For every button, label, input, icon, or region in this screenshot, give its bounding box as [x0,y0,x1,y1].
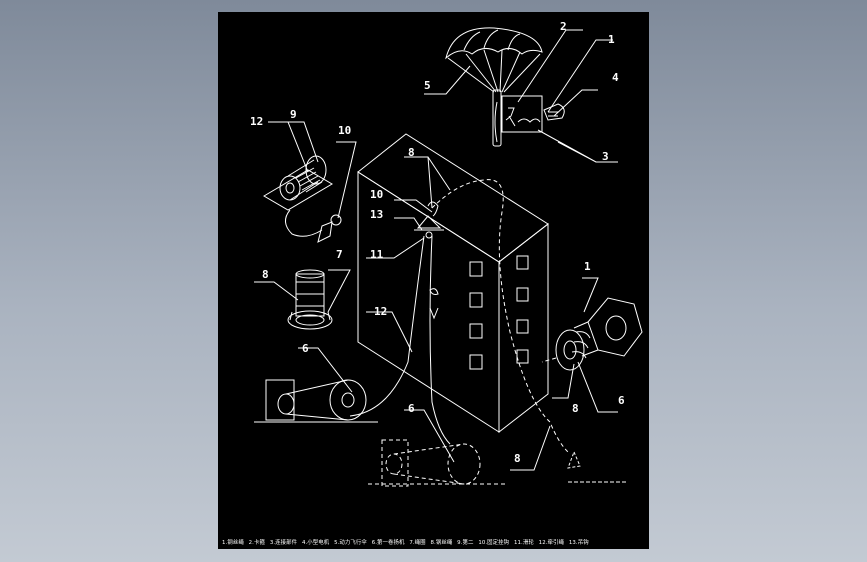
legend-caption: 1.钢丝绳 2.卡箍 3.连接部件 4.小型电机 5.动力飞行伞 6.第一卷扬机… [222,538,645,546]
legend-item: 6.第一卷扬机 [371,540,405,546]
callout-12-top: 12 [250,115,263,128]
legend-item: 7.绳圈 [409,540,426,546]
rope-8 [431,179,569,453]
leader-lines [254,29,618,471]
ground-anchor [567,450,628,483]
winch-6-left [254,379,378,423]
callout-3: 3 [602,150,609,163]
callout-4: 4 [612,71,619,84]
callout-9: 9 [290,108,297,121]
callout-10-top: 10 [338,124,351,137]
callout-5: 5 [424,79,431,92]
legend-item: 9.第二 [457,540,474,546]
legend-item: 1.钢丝绳 [222,540,244,546]
callout-8-right: 8 [572,402,579,415]
callout-8-bottom: 8 [514,452,521,465]
legend-item: 10.固定挂钩 [478,540,510,546]
callout-1-top: 1 [608,33,615,46]
callout-13: 13 [370,208,383,221]
callout-6-left: 6 [302,342,309,355]
legend-item: 11.滑轮 [513,540,534,546]
paraglider-assembly [445,27,565,147]
legend-item: 2.卡箍 [248,540,265,546]
drawing-sheet: 1 2 4 5 3 8 9 12 10 10 13 11 12 7 8 6 6 … [218,12,649,549]
right-winch [541,297,643,371]
callout-10-mid: 10 [370,188,383,201]
callout-1-right: 1 [584,260,591,273]
callout-6-bottom: 6 [408,402,415,415]
callout-2: 2 [560,20,567,33]
legend-item: 5.动力飞行伞 [334,540,367,546]
callout-12-mid: 12 [374,305,387,318]
callout-labels: 1 2 4 5 3 8 9 12 10 10 13 11 12 7 8 6 6 … [250,20,625,465]
legend-item: 13.吊钩 [568,540,589,546]
patent-diagram: 1 2 4 5 3 8 9 12 10 10 13 11 12 7 8 6 6 … [250,20,643,487]
ring-7 [287,269,333,330]
legend-item: 4.小型电机 [301,540,330,546]
legend-item: 3.连接部件 [269,540,298,546]
legend-item: 12.牵引绳 [538,540,565,546]
callout-8-left: 8 [262,268,269,281]
callout-11: 11 [370,248,384,261]
winch-6-bottom [368,439,508,487]
callout-6-right: 6 [618,394,625,407]
traction-rope-12 [349,235,451,445]
legend-item: 8.钢丝绳 [430,540,453,546]
roof-hook-pulley [414,201,444,239]
winch-9 [263,155,342,243]
callout-7: 7 [336,248,343,261]
callout-8-top: 8 [408,146,415,159]
building [357,133,549,434]
